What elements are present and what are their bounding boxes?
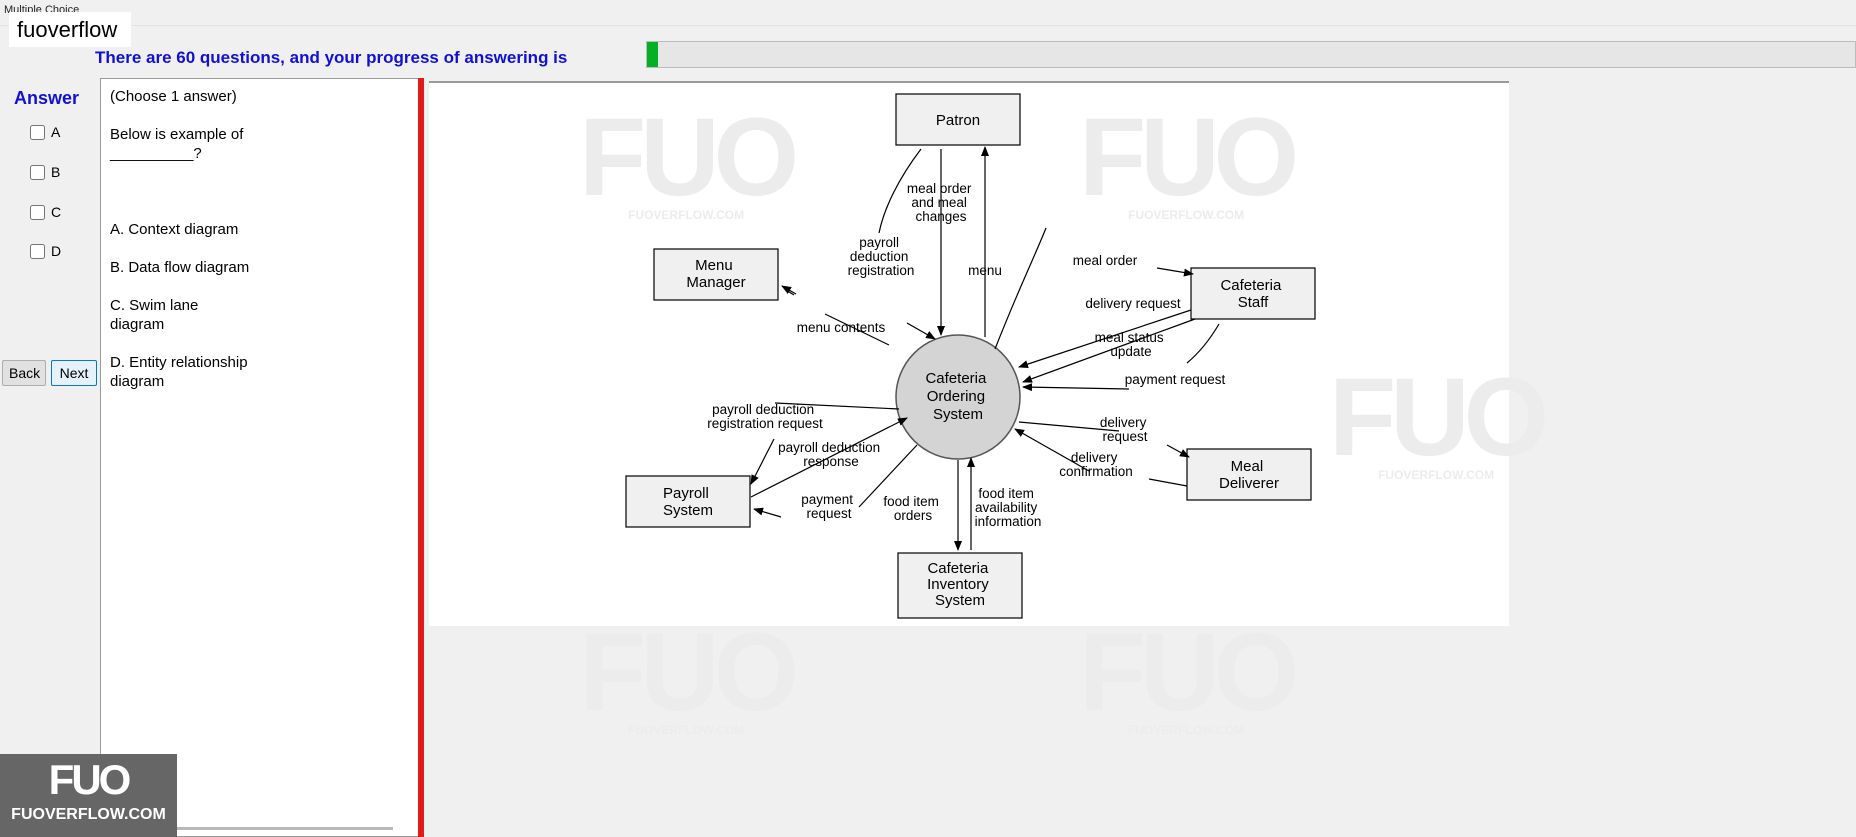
answer-checkbox-c[interactable] <box>30 204 45 220</box>
answer-option-label: C <box>51 204 62 220</box>
flow-label: food item orders <box>883 494 942 523</box>
answer-option-d[interactable]: D <box>30 243 61 259</box>
question-image-area: Cafeteria Ordering System Patron Menu Ma… <box>424 78 1856 837</box>
answer-checkbox-d[interactable] <box>30 243 45 259</box>
flow-label: payment request <box>1125 372 1226 387</box>
progress-bar <box>646 41 1856 68</box>
brand-label: fuoverflow <box>9 12 132 47</box>
flow-label: meal status update <box>1095 330 1168 359</box>
flow-label: menu contents <box>797 320 886 335</box>
flow-label: menu <box>968 263 1002 278</box>
entity-menu-manager: Menu Manager <box>653 248 779 301</box>
choice-c: C. Swim lane diagram <box>110 297 199 333</box>
flow-label: food item availability information <box>975 486 1042 529</box>
svg-text:Meal Deliverer: Meal Deliverer <box>1219 458 1279 492</box>
entity-cafeteria-inventory: Cafeteria Inventory System <box>897 552 1023 619</box>
entity-cafeteria-staff: Cafeteria Staff <box>1190 267 1316 320</box>
answer-option-a[interactable]: A <box>30 124 60 140</box>
progress-fill <box>647 42 658 67</box>
panel-divider[interactable] <box>418 78 424 837</box>
choice-a: A. Context diagram <box>110 221 239 238</box>
watermark: FUO FUOVERFLOW.COM <box>579 611 799 738</box>
back-button[interactable]: Back <box>2 360 46 386</box>
flow-label: meal order <box>1073 253 1138 268</box>
answer-title: Answer <box>14 88 80 108</box>
entity-payroll-system: Payroll System <box>625 475 751 528</box>
flow-label: payroll deduction registration request <box>707 402 823 431</box>
svg-text:Patron: Patron <box>936 112 980 129</box>
flow-arrows <box>750 146 1220 551</box>
flow-label: payroll deduction registration <box>848 235 915 278</box>
flow-label: delivery confirmation <box>1059 450 1133 479</box>
answer-option-c[interactable]: C <box>30 204 61 220</box>
process-label: Cafeteria Ordering System <box>925 370 990 423</box>
svg-text:Cafeteria Staff: Cafeteria Staff <box>1220 277 1285 311</box>
answer-option-b[interactable]: B <box>30 164 60 180</box>
flow-label: delivery request <box>1085 296 1181 311</box>
flow-labels: meal order and meal changes payroll dedu… <box>707 181 1225 529</box>
answer-option-label: A <box>51 124 61 140</box>
choice-b: B. Data flow diagram <box>110 259 250 276</box>
next-button[interactable]: Next <box>51 360 97 386</box>
progress-text: There are 60 questions, and your progres… <box>95 48 568 67</box>
choice-d: D. Entity relationship diagram <box>110 354 248 390</box>
flow-label: delivery request <box>1100 415 1150 444</box>
entity-meal-deliverer: Meal Deliverer <box>1186 448 1312 501</box>
question-instruction: (Choose 1 answer) <box>110 88 237 105</box>
question-prompt-line1: Below is example of <box>110 126 244 143</box>
answer-option-label: B <box>51 164 61 180</box>
svg-text:Cafeteria Inventory: Cafeteria Inventory System <box>927 560 993 609</box>
entity-patron: Patron <box>895 93 1021 146</box>
dfd-diagram: Cafeteria Ordering System Patron Menu Ma… <box>625 93 1316 619</box>
flow-label: payment request <box>801 492 857 521</box>
title-bar: Multiple Choice <box>0 0 1856 26</box>
flow-label: payroll deduction response <box>778 440 884 469</box>
question-image: Cafeteria Ordering System Patron Menu Ma… <box>429 81 1509 626</box>
svg-text:Menu Manager: Menu Manager <box>686 257 745 291</box>
process-circle <box>895 334 1021 460</box>
svg-text:Payroll System: Payroll System <box>663 485 713 519</box>
horizontal-scrollbar[interactable] <box>123 827 393 830</box>
question-prompt-line2: __________? <box>110 145 202 162</box>
flow-label: meal order and meal changes <box>907 181 975 224</box>
answer-option-label: D <box>51 243 62 259</box>
watermark: FUO FUOVERFLOW.COM <box>1079 611 1299 738</box>
corner-logo: FUO FUOVERFLOW.COM <box>0 754 177 837</box>
question-panel: (Choose 1 answer) Below is example of __… <box>100 78 418 837</box>
answer-checkbox-a[interactable] <box>30 124 45 140</box>
answer-checkbox-b[interactable] <box>30 164 45 180</box>
